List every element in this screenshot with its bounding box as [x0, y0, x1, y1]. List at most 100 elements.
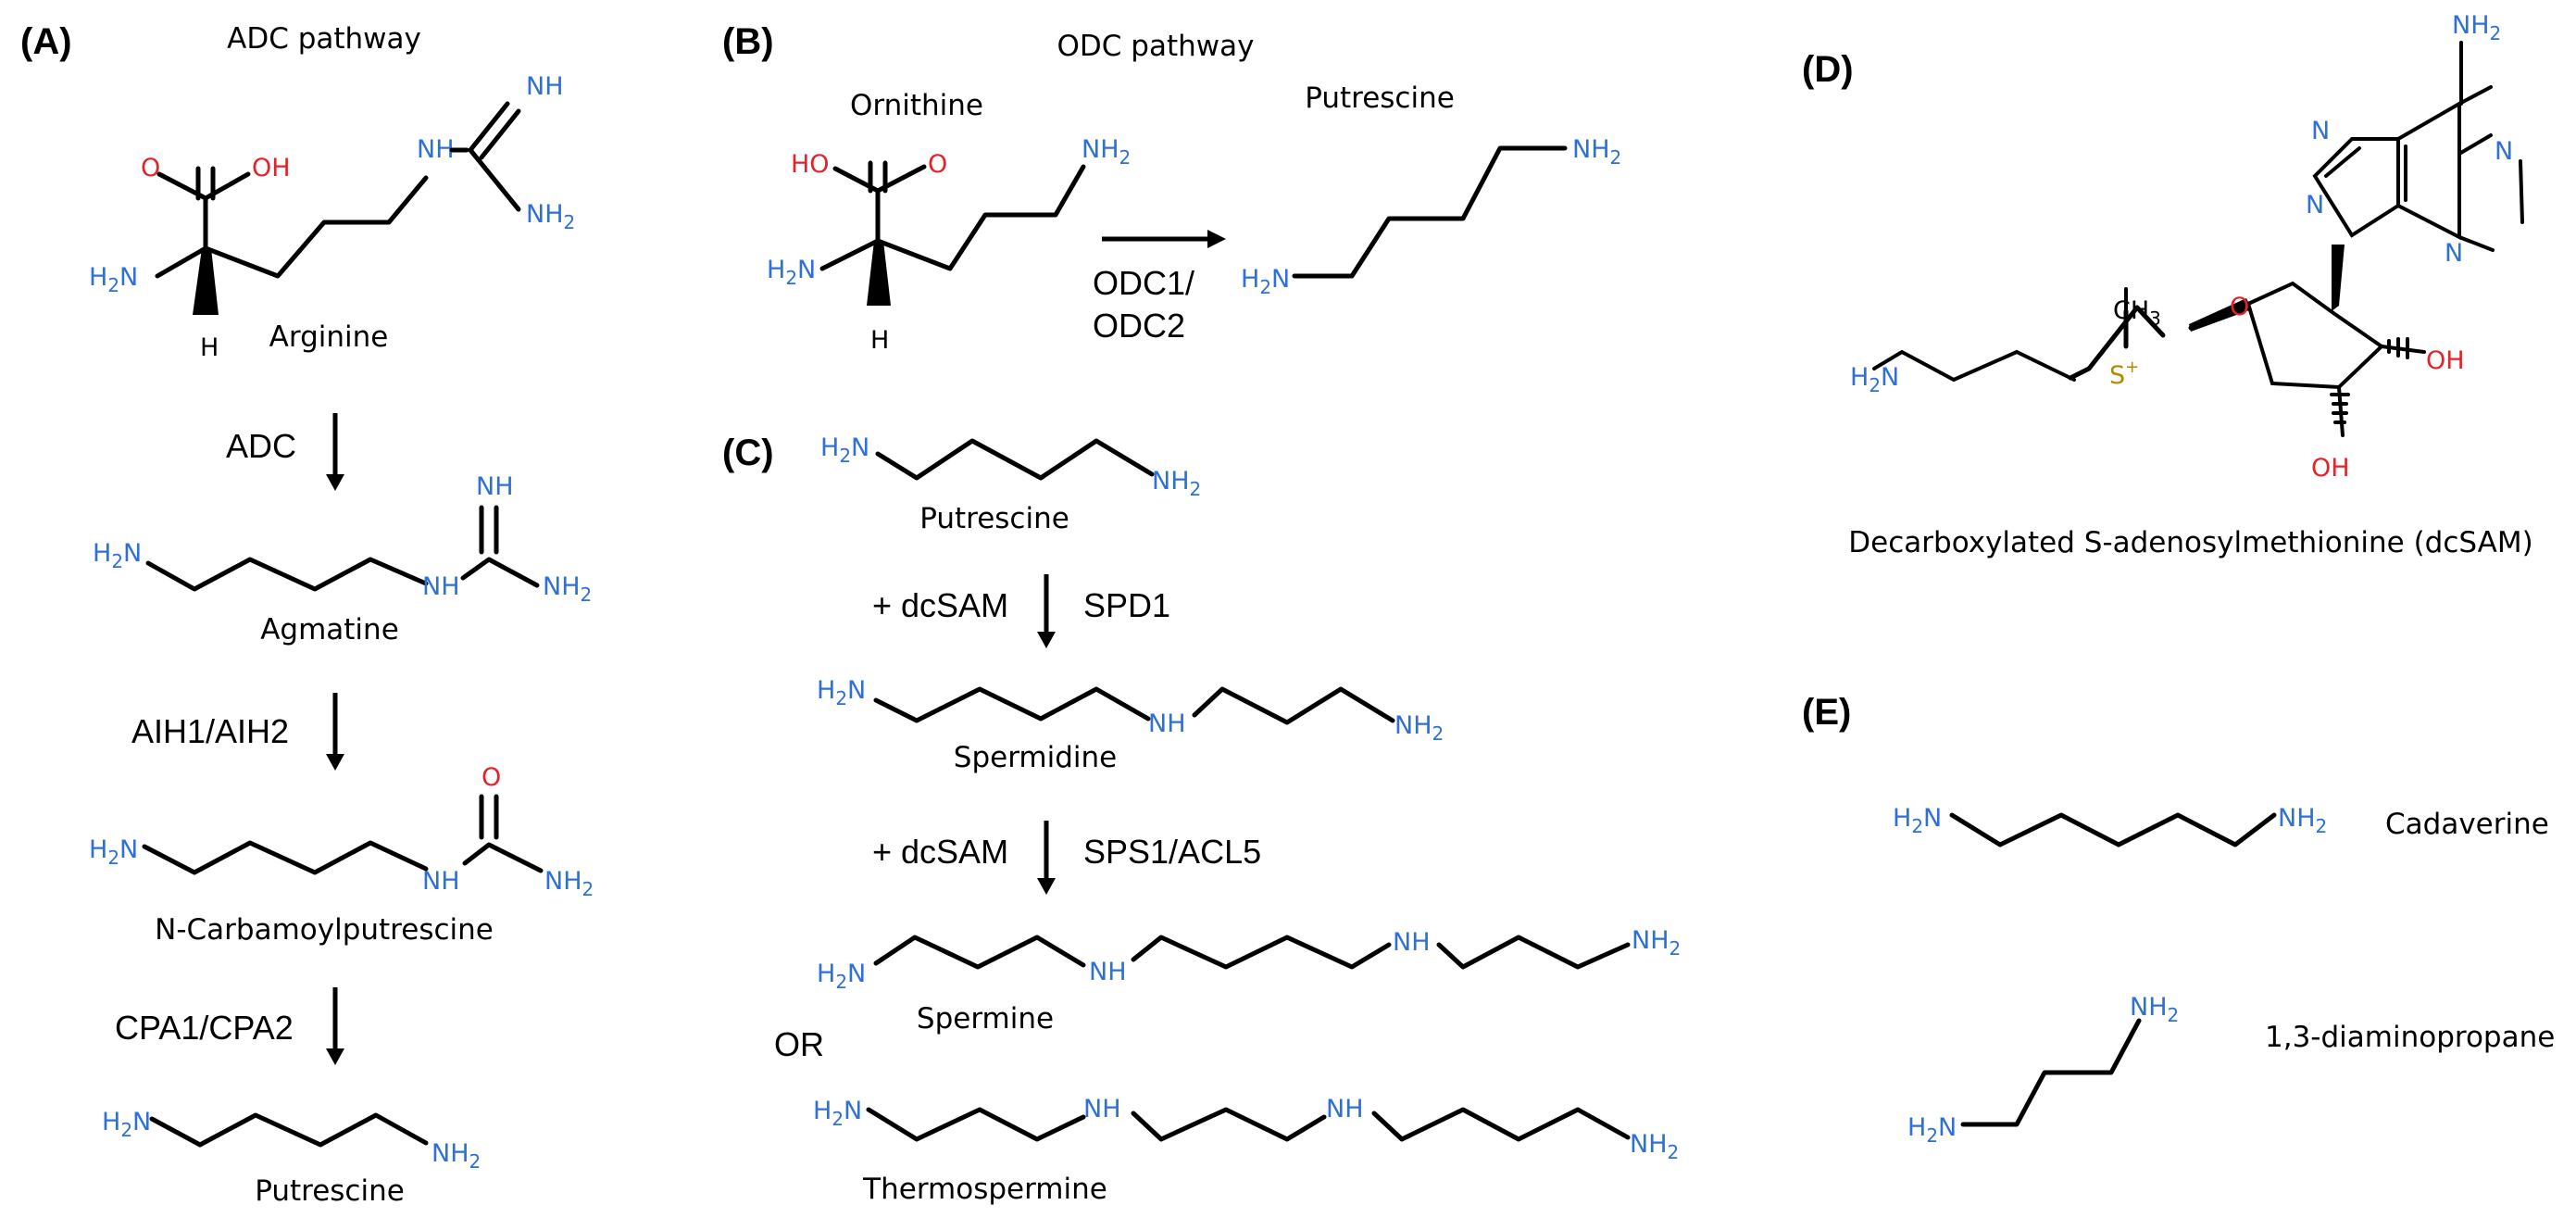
- panel-a: ADC pathway O OH H2N H NH NH NH2 Arginin…: [89, 22, 594, 1208]
- spermidine-nh: NH: [1148, 709, 1186, 738]
- adc-pathway-title: ADC pathway: [227, 22, 421, 56]
- svg-text:NH2: NH2: [431, 1139, 481, 1173]
- panel-d: NH2 N N N N O OH OH CH3 S+ H2N Decarboxy…: [1848, 11, 2532, 559]
- svg-text:NH2: NH2: [2452, 11, 2501, 44]
- dcsam-cofactor-2: + dcSAM: [872, 833, 1008, 871]
- diaminopropane-h2n: H2N: [1907, 1113, 1957, 1147]
- svg-text:H2N: H2N: [820, 433, 869, 467]
- svg-text:NH2: NH2: [2278, 804, 2327, 837]
- panel-label-d: (D): [1802, 49, 1854, 90]
- sps-enzyme-label: SPS1/ACL5: [1083, 833, 1261, 871]
- svg-text:H2N: H2N: [89, 263, 138, 296]
- odc-enzyme-label-1: ODC1/: [1093, 264, 1194, 302]
- atom-h: H: [200, 333, 219, 362]
- panel-label-e: (E): [1802, 692, 1851, 733]
- spermine-nh-2: NH: [1393, 928, 1431, 957]
- atom-nh2: NH2: [526, 200, 575, 233]
- thermospermine-structure: H2N NH NH NH2: [813, 1095, 1679, 1163]
- spd1-enzyme-label: SPD1: [1083, 586, 1170, 624]
- thermospermine-label: Thermospermine: [862, 1173, 1107, 1206]
- adc-enzyme-label: ADC: [226, 427, 296, 465]
- spermine-nh2: NH2: [1632, 926, 1681, 960]
- atom-nh: NH: [417, 135, 455, 164]
- agmatine-nh: NH: [422, 572, 460, 601]
- arginine-label: Arginine: [269, 320, 389, 354]
- svg-text:H2N: H2N: [813, 1097, 862, 1130]
- atom-nh-imine: NH: [526, 72, 564, 101]
- svg-text:NH2: NH2: [1632, 926, 1681, 960]
- svg-text:NH2: NH2: [2130, 993, 2179, 1026]
- panel-label-c: (C): [722, 433, 774, 473]
- spermidine-label: Spermidine: [954, 741, 1117, 774]
- ornithine-label: Ornithine: [850, 89, 983, 122]
- spermine-h2n: H2N: [817, 960, 866, 993]
- agmatine-h2n: H2N: [93, 539, 142, 572]
- dcsam-o-ring: O: [2230, 293, 2249, 321]
- ncp-o: O: [481, 763, 501, 792]
- svg-text:NH2: NH2: [526, 200, 575, 233]
- cadaverine-structure: H2N NH2: [1893, 804, 2327, 847]
- svg-text:NH2: NH2: [1630, 1130, 1679, 1163]
- svg-text:H2N: H2N: [817, 960, 866, 993]
- dcsam-n-7: N: [2311, 117, 2330, 145]
- svg-text:S+: S+: [2109, 358, 2139, 390]
- atom-oh: OH: [252, 154, 291, 182]
- ornithine-structure: HO O H2N H NH2: [767, 135, 1131, 355]
- spermidine-h2n: H2N: [817, 676, 866, 709]
- ncp-nh: NH: [422, 867, 460, 896]
- putrescine-b-label: Putrescine: [1305, 82, 1455, 115]
- svg-text:NH2: NH2: [1572, 135, 1621, 169]
- panel-label-a: (A): [20, 21, 72, 62]
- dcsam-sulfonium: S+: [2109, 358, 2139, 390]
- atom-h2n: H2N: [89, 263, 138, 296]
- putrescine-a-nh2: NH2: [431, 1139, 481, 1173]
- svg-text:H2N: H2N: [1241, 265, 1290, 298]
- diaminopropane-label: 1,3-diaminopropane: [2265, 1021, 2555, 1054]
- spermidine-nh2: NH2: [1394, 711, 1444, 745]
- svg-text:H2N: H2N: [767, 256, 816, 289]
- dcsam-oh-2: OH: [2311, 454, 2350, 483]
- putrescine-b-structure: H2N NH2: [1241, 135, 1621, 298]
- putrescine-c-label: Putrescine: [919, 502, 1069, 535]
- arginine-structure: O OH H2N H NH NH NH2: [89, 72, 575, 362]
- spermine-nh-1: NH: [1089, 958, 1127, 986]
- agmatine-structure: H2N NH NH NH2: [93, 472, 592, 606]
- odc-pathway-title: ODC pathway: [1057, 30, 1255, 63]
- putrescine-a-label: Putrescine: [255, 1174, 405, 1208]
- dcsam-n-1: N: [2495, 137, 2513, 166]
- thermospermine-h2n: H2N: [813, 1097, 862, 1130]
- svg-text:H2N: H2N: [1893, 804, 1942, 837]
- panel-b: ODC pathway Ornithine HO O H2N H NH2 ODC…: [767, 30, 1621, 355]
- panel-c: H2N NH2 Putrescine + dcSAM SPD1 H2N NH N…: [774, 433, 1681, 1206]
- svg-text:NH2: NH2: [544, 867, 594, 900]
- panel-label-b: (B): [722, 21, 774, 62]
- ornithine-o: O: [928, 150, 947, 179]
- ncp-label: N-Carbamoylputrescine: [155, 913, 494, 947]
- svg-text:H2N: H2N: [1850, 363, 1899, 396]
- svg-text:NH2: NH2: [543, 572, 592, 606]
- svg-text:CH3: CH3: [2113, 296, 2161, 330]
- cadaverine-h2n: H2N: [1893, 804, 1942, 837]
- agmatine-nh2: NH2: [543, 572, 592, 606]
- dcsam-nh2-adenine: NH2: [2452, 11, 2501, 44]
- putrescine-c-nh2: NH2: [1152, 467, 1201, 500]
- svg-text:H2N: H2N: [817, 676, 866, 709]
- dcsam-ch3: CH3: [2113, 296, 2161, 330]
- ncp-structure: H2N NH O NH2: [89, 763, 594, 900]
- svg-text:NH2: NH2: [1082, 135, 1131, 169]
- ornithine-h2n: H2N: [767, 256, 816, 289]
- spermine-structure: H2N NH NH NH2: [817, 926, 1681, 993]
- odc-enzyme-label-2: ODC2: [1093, 307, 1185, 345]
- agmatine-nh-imine: NH: [476, 472, 514, 501]
- putrescine-b-h2n: H2N: [1241, 265, 1290, 298]
- dcsam-label: Decarboxylated S-adenosylmethionine (dcS…: [1848, 526, 2532, 559]
- ncp-h2n: H2N: [89, 835, 138, 869]
- agmatine-label: Agmatine: [260, 613, 399, 646]
- diaminopropane-nh2: NH2: [2130, 993, 2179, 1026]
- svg-text:H2N: H2N: [89, 835, 138, 869]
- svg-text:H2N: H2N: [1907, 1113, 1957, 1147]
- cadaverine-nh2: NH2: [2278, 804, 2327, 837]
- thermospermine-nh2: NH2: [1630, 1130, 1679, 1163]
- spermine-label: Spermine: [917, 1002, 1054, 1035]
